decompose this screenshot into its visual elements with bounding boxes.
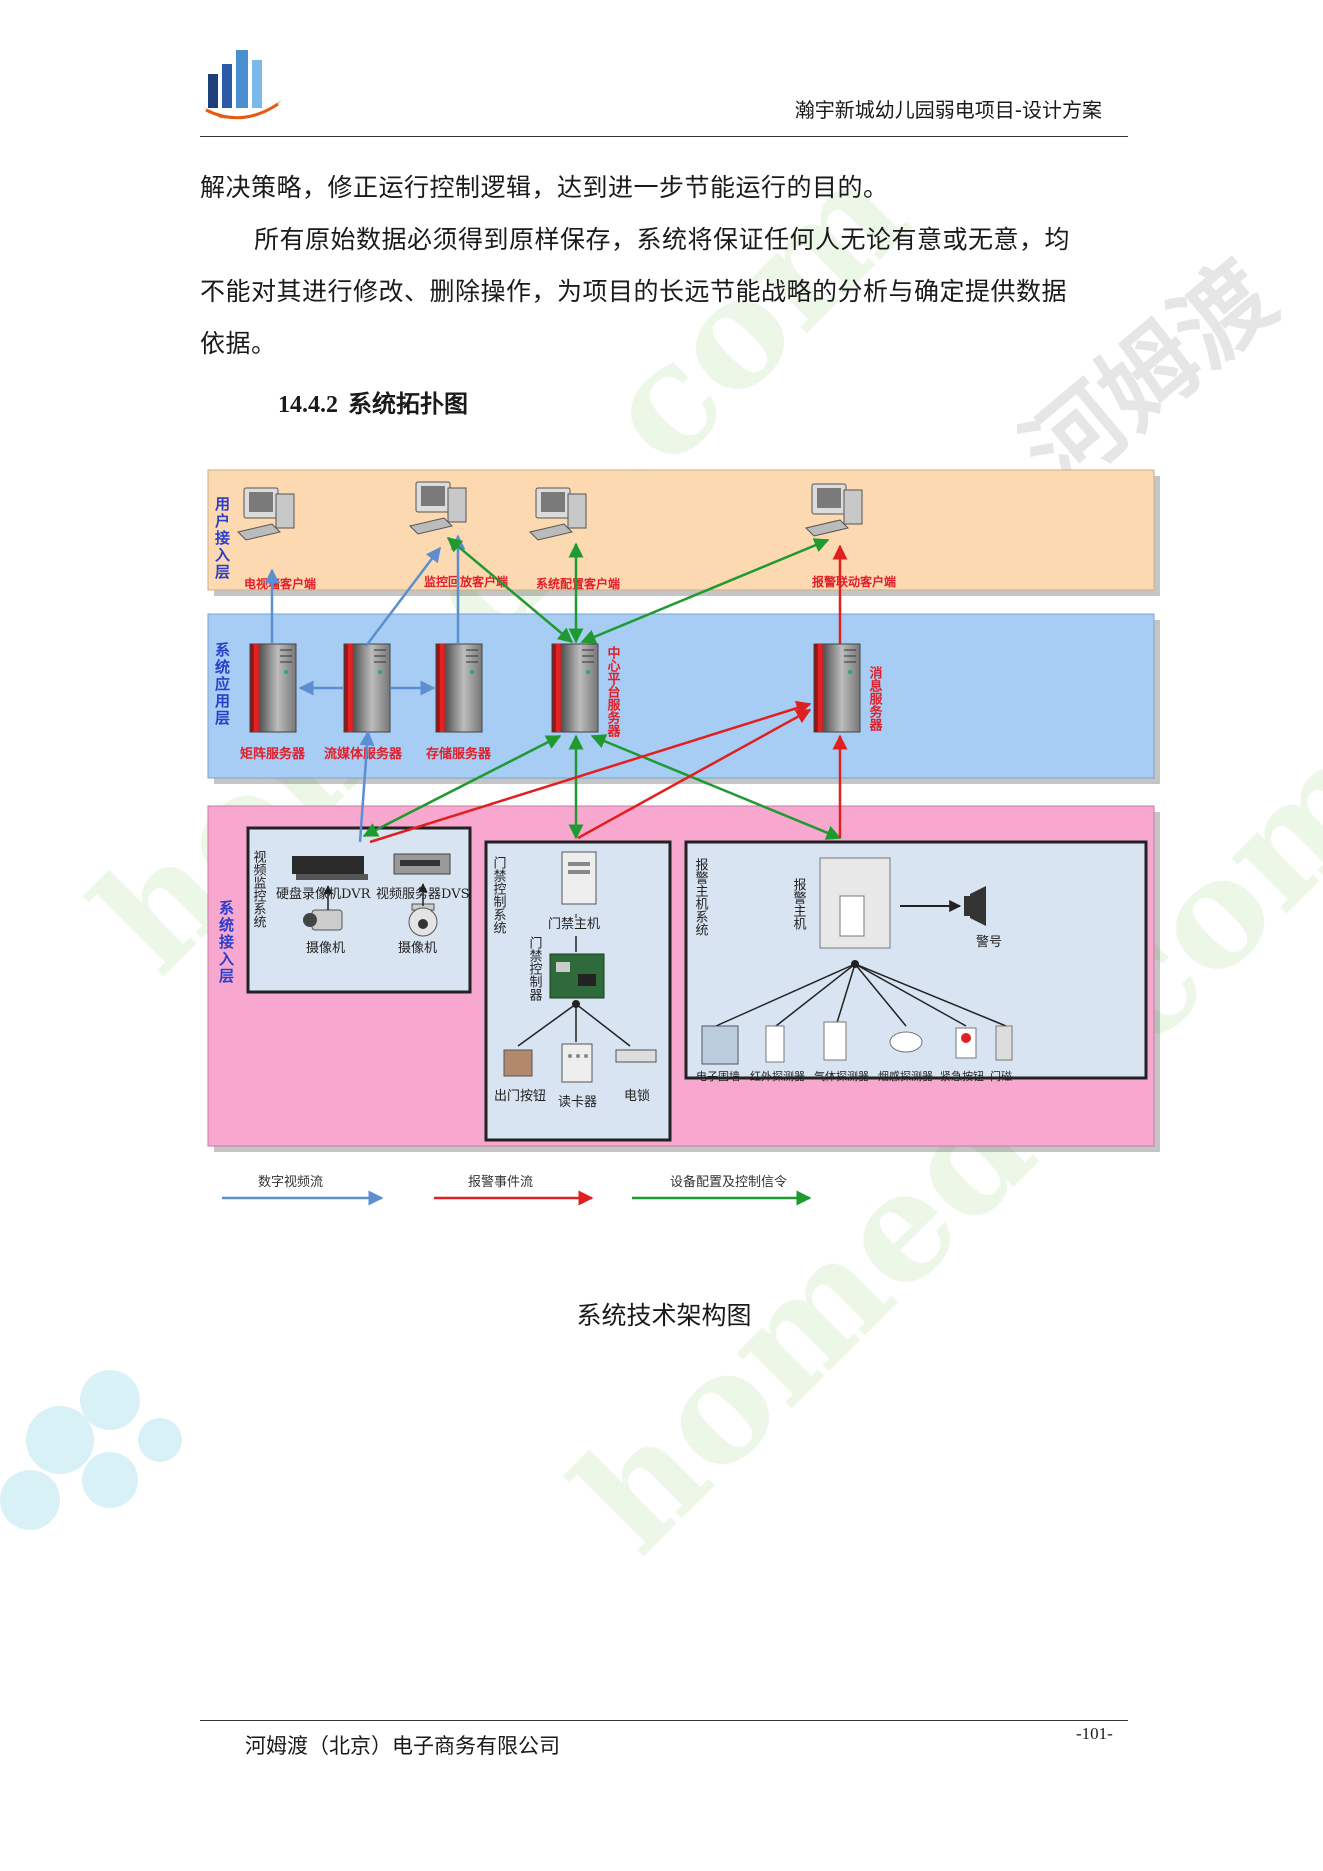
header-title: 瀚宇新城幼儿园弱电项目-设计方案 (794, 98, 1102, 122)
header-divider (200, 136, 1128, 137)
door-contact-icon (995, 1025, 1013, 1061)
user-layer-band (207, 469, 1155, 591)
access-layer-label: 系统接入层 (217, 900, 235, 985)
detector-icons (701, 1021, 1013, 1065)
card-reader-icon (561, 1043, 593, 1083)
footer-company: 河姆渡（北京）电子商务有限公司 (245, 1734, 560, 1758)
gas-detector-icon (823, 1021, 847, 1061)
message-server-icon (813, 643, 861, 733)
camera-1-icon (303, 909, 343, 931)
detector-label-4: 烟感探测器 (878, 1069, 933, 1083)
tv-wall-client-label: 电视墙客户端 (244, 576, 316, 591)
access-system-title: 门禁控制系统 (491, 856, 507, 935)
watermark-flower-icon (0, 1370, 182, 1530)
alarm-host-icon (819, 857, 891, 949)
center-server: 中心平台服务器 (551, 643, 622, 738)
matrix-server-icon (249, 643, 297, 733)
footer-divider (200, 1720, 1128, 1721)
matrix-server: 矩阵服务器 (239, 643, 306, 762)
camera-2-label: 摄像机 (398, 941, 437, 956)
alarm-client-label: 报警联动客户端 (812, 574, 896, 589)
alarm-host-label: 报警主机 (791, 878, 807, 931)
alarm-system-title: 报警主机系统 (693, 858, 709, 937)
electric-lock-icon (615, 1049, 657, 1063)
card-reader-label: 读卡器 (558, 1095, 597, 1110)
tv-wall-client: 电视墙客户端 (237, 487, 316, 591)
user-layer-label: 用户接入层 (213, 496, 231, 581)
legend-alarm-label: 报警事件流 (468, 1174, 533, 1190)
legend-video-label: 数字视频流 (258, 1175, 323, 1190)
dvr-device-icon (292, 856, 368, 880)
figure-caption: 系统技术架构图 (576, 1301, 752, 1330)
access-controller-icon (549, 953, 605, 999)
section-heading: 14.4.2 系统拓扑图 (278, 384, 468, 419)
app-layer-label: 系统应用层 (213, 642, 231, 727)
center-server-icon (551, 643, 599, 733)
exit-button-label: 出门按钮 (494, 1089, 546, 1104)
exit-button-icon (503, 1049, 533, 1077)
section-number: 14.4.2 (278, 392, 338, 418)
paragraph-1: 解决策略，修正运行控制逻辑，达到进一步节能运行的目的。 (200, 173, 889, 202)
siren-icon (964, 886, 986, 926)
dvr-label: 硬盘录像机DVR (276, 886, 372, 902)
config-client-label: 系统配置客户端 (536, 576, 620, 591)
paragraph-2-line-1: 所有原始数据必须得到原样保存，系统将保证任何人无论有意或无意，均 (254, 225, 1071, 254)
detector-label-3: 气体探测器 (814, 1069, 869, 1083)
storage-server-label: 存储服务器 (426, 746, 492, 762)
diagram-legend: 数字视频流 报警事件流 设备配置及控制信令 (222, 1174, 812, 1206)
siren-label: 警号 (976, 934, 1002, 950)
access-host-label: 门禁主机 (548, 917, 600, 932)
alarm-client: 报警联动客户端 (805, 483, 896, 589)
camera-1-label: 摄像机 (306, 941, 345, 956)
detector-label-2: 红外探测器 (750, 1070, 805, 1083)
electronic-fence-icon (701, 1025, 739, 1065)
detector-label-5: 紧急按钮 (940, 1069, 984, 1083)
topology-diagram: 用户接入层 系统应用层 系统接入层 电视墙客户端 监控回放客户端 系统配置客户端… (207, 469, 1160, 1206)
access-controller-label: 门禁控制器 (527, 936, 543, 1002)
stream-server-icon (343, 643, 391, 733)
center-server-label: 中心平台服务器 (605, 645, 622, 738)
video-system-panel (246, 826, 472, 994)
detector-label-1: 电子围墙 (696, 1069, 740, 1083)
stream-server-label: 流媒体服务器 (324, 746, 403, 762)
detector-label-6: 门磁 (990, 1069, 1012, 1083)
smoke-detector-icon (889, 1031, 923, 1053)
video-system-title: 视频监控系统 (251, 850, 267, 929)
access-host-icon (561, 851, 597, 905)
dvs-device-icon (393, 853, 451, 875)
section-title: 系统拓扑图 (348, 389, 468, 418)
legend-control-label: 设备配置及控制信令 (670, 1174, 787, 1190)
storage-server-icon (435, 643, 483, 733)
paragraph-2-line-2: 不能对其进行修改、删除操作，为项目的长远节能战略的分析与确定提供数据 (200, 277, 1068, 306)
matrix-server-label: 矩阵服务器 (239, 746, 306, 762)
paragraph-2-line-3: 依据。 (200, 329, 277, 358)
company-logo-icon (202, 50, 282, 120)
electric-lock-label: 电锁 (624, 1088, 650, 1104)
message-server: 消息服务器 (813, 643, 884, 733)
camera-2-icon (408, 903, 438, 937)
page-number: -101- (1076, 1724, 1113, 1743)
infrared-detector-icon (765, 1025, 785, 1063)
message-server-label: 消息服务器 (867, 665, 884, 732)
